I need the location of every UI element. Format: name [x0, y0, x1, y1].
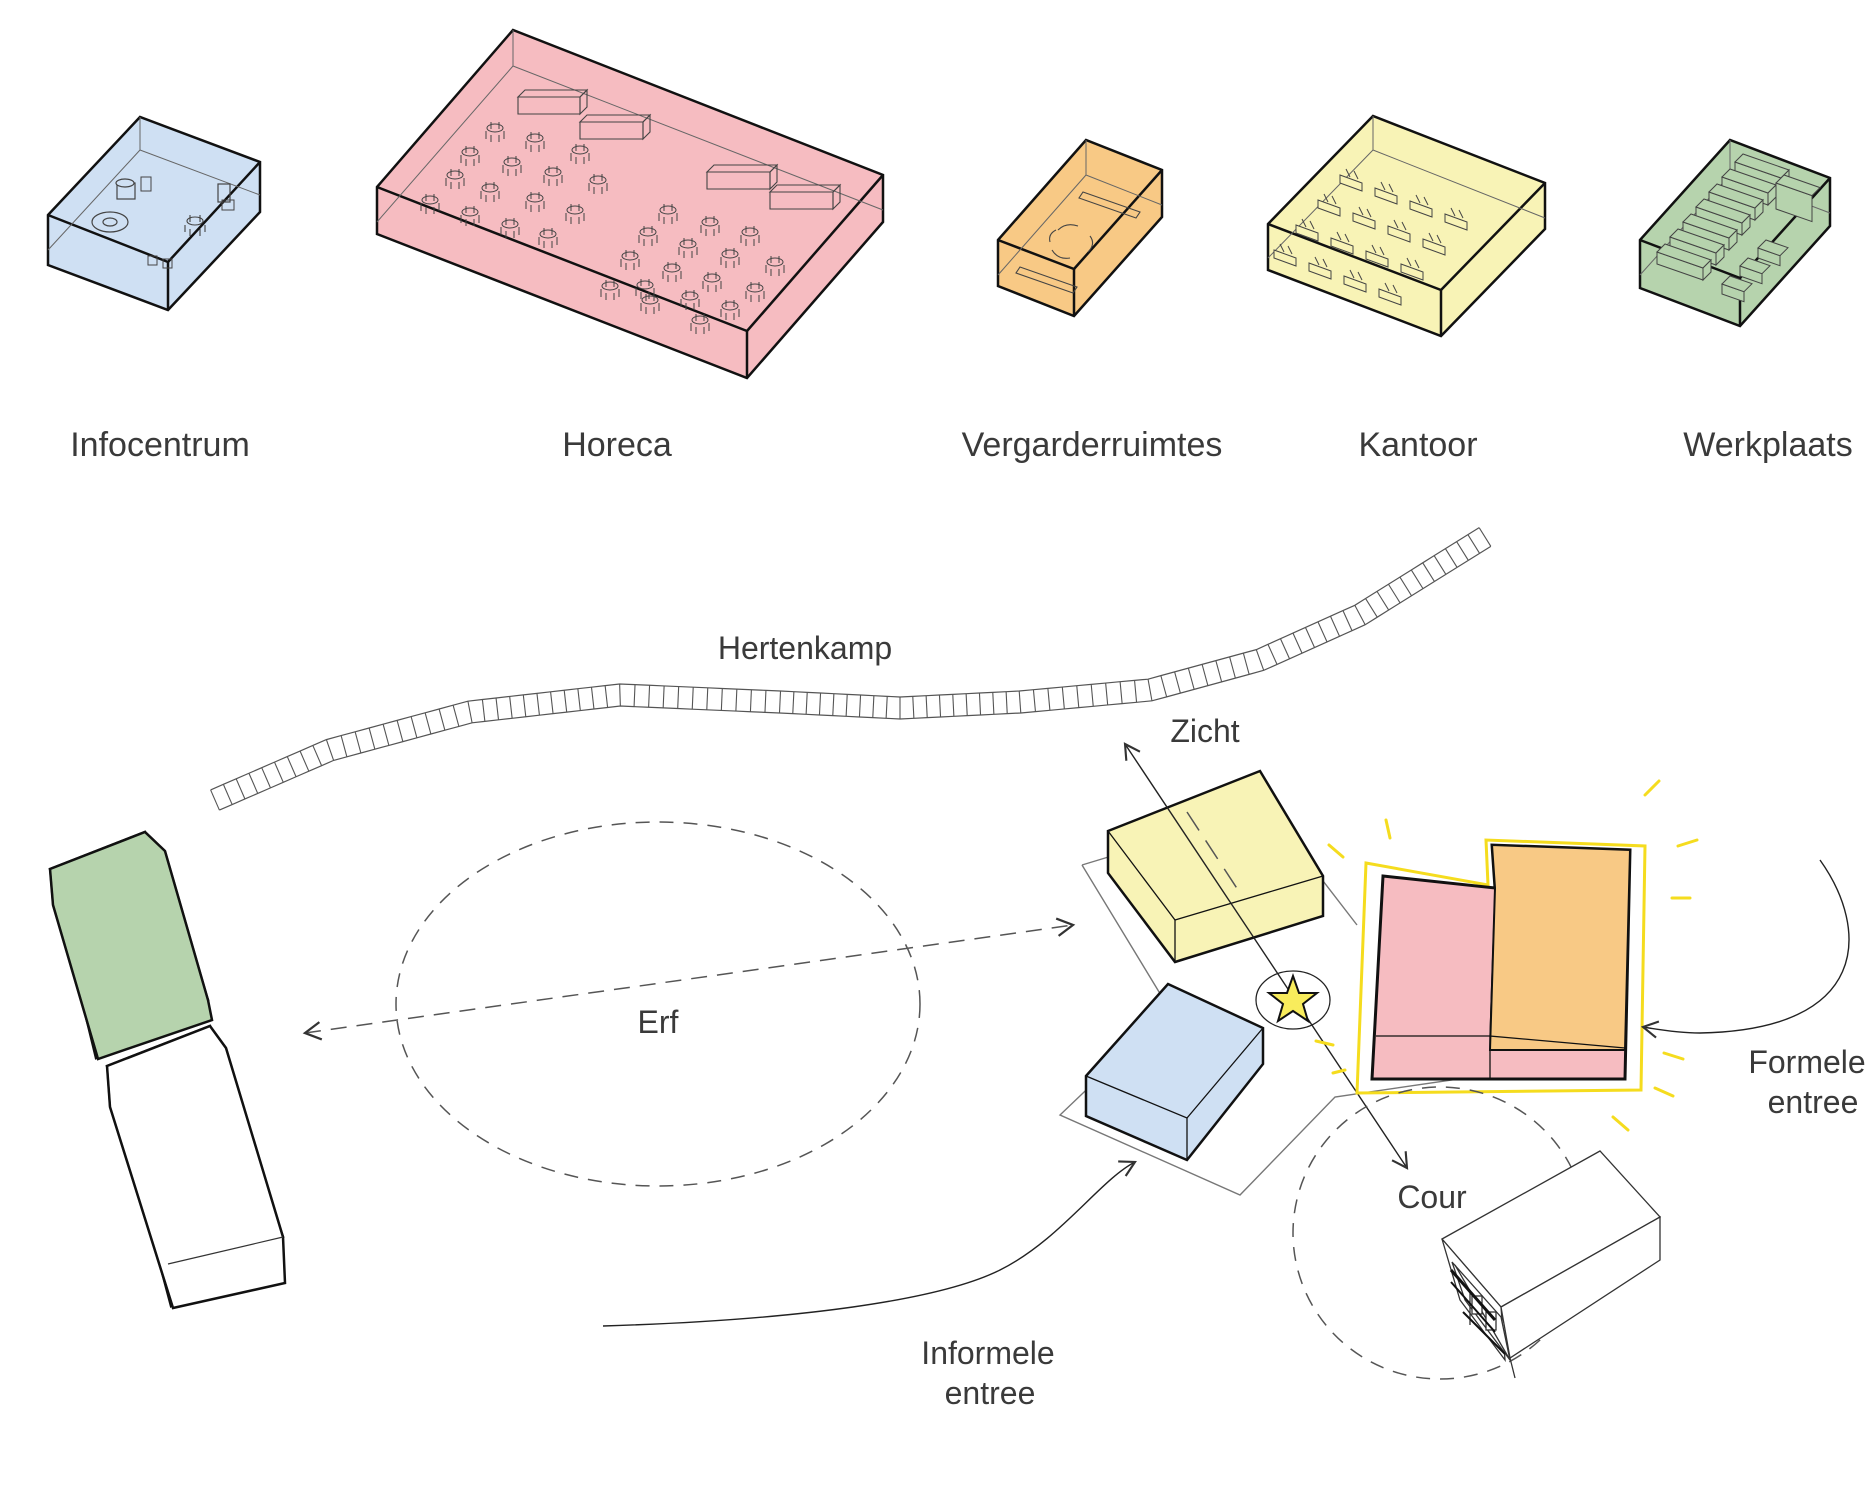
office-desk — [1374, 181, 1398, 205]
cour-label: Cour — [1397, 1179, 1467, 1215]
machine — [1775, 174, 1821, 223]
vergaderruimtes-label: Vergarderruimtes — [962, 426, 1223, 464]
horeca-table — [720, 248, 740, 268]
informele-entree-label-1: Informele — [921, 1335, 1054, 1371]
office-desk — [1308, 256, 1332, 280]
infocentrum-label: Infocentrum — [70, 426, 250, 464]
kantoor-label: Kantoor — [1358, 426, 1477, 464]
werkplaats-box — [1638, 138, 1832, 328]
office-desk — [1409, 194, 1433, 218]
machine — [1757, 239, 1789, 267]
formele-entree-arrow — [1640, 859, 1850, 1039]
horeca-table — [745, 282, 765, 302]
horeca-table — [690, 314, 710, 334]
zicht-arrow — [1123, 742, 1409, 1170]
horeca-table — [543, 166, 563, 186]
infocentrum-box — [46, 115, 262, 312]
farmhouse — [1440, 1150, 1662, 1379]
horeca-table — [658, 204, 678, 224]
horeca-table — [600, 280, 620, 300]
zicht-label: Zicht — [1170, 713, 1239, 749]
horeca-table — [480, 182, 500, 202]
machine — [1721, 275, 1753, 303]
horeca-table — [460, 206, 480, 226]
werkplaats-barn — [48, 830, 214, 1061]
informele-entree-label-2: entree — [945, 1375, 1036, 1411]
horeca-table — [765, 256, 785, 276]
informele-entree-arrow — [602, 1160, 1137, 1327]
star-ring — [1255, 970, 1331, 1030]
office-desk — [1317, 193, 1341, 217]
office-desk — [1339, 168, 1363, 192]
formele-entree-label-2: entree — [1768, 1084, 1859, 1120]
horeca-label: Horeca — [562, 426, 672, 464]
horeca-table — [740, 226, 760, 246]
horeca-table — [678, 238, 698, 258]
infocentrum-block — [1084, 982, 1265, 1162]
horeca-table — [500, 218, 520, 238]
horeca-table — [635, 279, 655, 299]
highlight-rays — [1314, 779, 1699, 1132]
horeca-table — [570, 144, 590, 164]
werkplaats-machines — [1656, 153, 1821, 303]
hertenkamp-label: Hertenkamp — [718, 630, 892, 666]
office-desk — [1422, 232, 1446, 256]
horeca-table — [525, 192, 545, 212]
office-desk — [1400, 257, 1424, 281]
horeca-table — [485, 122, 505, 142]
horeca-table — [502, 156, 522, 176]
horeca-table — [420, 194, 440, 214]
kantoor-box — [1266, 114, 1547, 338]
horeca-table — [565, 204, 585, 224]
erf-label: Erf — [638, 1004, 679, 1040]
horeca-table — [720, 300, 740, 320]
workbench — [1656, 243, 1712, 282]
horeca-table — [460, 146, 480, 166]
erf-sightline-arrow — [302, 917, 1076, 1041]
horeca-table — [680, 290, 700, 310]
office-desk — [1343, 269, 1367, 293]
horeca-box — [375, 28, 885, 380]
office-desk — [1378, 282, 1402, 306]
horeca-table — [702, 272, 722, 292]
formele-entree-label-1: Formele — [1748, 1044, 1865, 1080]
office-desk — [1295, 218, 1319, 242]
office-desk — [1365, 244, 1389, 268]
vergaderruimtes-box — [996, 138, 1164, 318]
schuur-barn — [105, 1024, 287, 1310]
office-desk — [1387, 219, 1411, 243]
horeca-table — [525, 132, 545, 152]
horeca-table — [638, 226, 658, 246]
horeca-tables — [420, 122, 785, 334]
office-desk — [1444, 207, 1468, 231]
horeca-table — [538, 228, 558, 248]
office-desk — [1330, 231, 1354, 255]
focus-star-icon — [1266, 972, 1320, 1024]
horeca-table — [588, 174, 608, 194]
horeca-table — [620, 250, 640, 270]
horeca-table — [662, 262, 682, 282]
horeca-table — [700, 216, 720, 236]
office-desk — [1352, 206, 1376, 230]
hertenkamp-fence — [210, 527, 1492, 811]
kantoor-desks — [1273, 168, 1468, 306]
kantoor-block — [1106, 769, 1325, 964]
horeca-vergader-block — [1355, 838, 1647, 1095]
office-desk — [1273, 243, 1297, 267]
machine — [1739, 257, 1771, 285]
horeca-table — [640, 294, 660, 314]
werkplaats-label: Werkplaats — [1683, 426, 1852, 464]
horeca-table — [445, 169, 465, 189]
